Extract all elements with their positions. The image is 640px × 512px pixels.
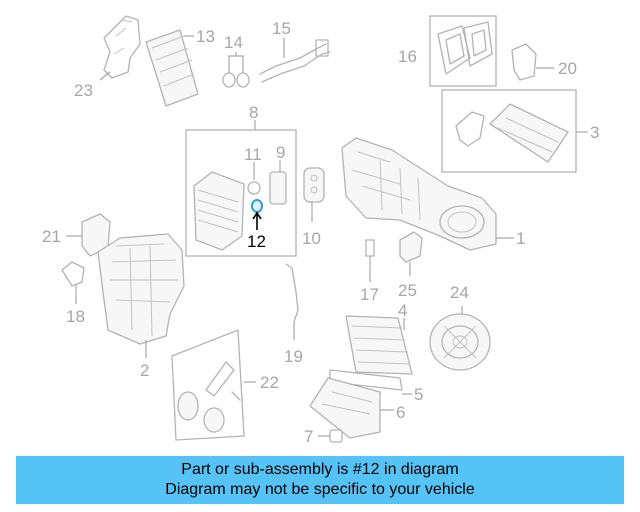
callout-22: 22 bbox=[260, 373, 279, 392]
callout-23: 23 bbox=[74, 81, 93, 100]
part-24-blower: 24 bbox=[429, 283, 491, 371]
part-15-pipe: 15 bbox=[259, 19, 331, 83]
callout-10: 10 bbox=[302, 229, 321, 248]
callout-12[interactable]: 12 bbox=[247, 232, 266, 251]
callout-15: 15 bbox=[272, 19, 291, 38]
callout-11: 11 bbox=[244, 145, 262, 164]
callout-16: 16 bbox=[398, 47, 417, 66]
part-18-actuator: 18 bbox=[61, 261, 85, 326]
callout-7: 7 bbox=[304, 427, 313, 446]
banner-line-1: Part or sub-assembly is #12 in diagram bbox=[181, 461, 459, 478]
part-16-gaskets: 16 bbox=[398, 15, 497, 87]
callout-5: 5 bbox=[414, 385, 423, 404]
callout-17: 17 bbox=[360, 285, 379, 304]
part-12-highlighted[interactable]: 12 bbox=[247, 199, 266, 251]
part-4-filter: 4 bbox=[345, 301, 413, 375]
part-17-bolt: 17 bbox=[360, 239, 379, 304]
part-1-housing: 1 bbox=[341, 137, 525, 251]
callout-19: 19 bbox=[284, 347, 303, 366]
callout-18: 18 bbox=[66, 307, 85, 326]
callout-4: 4 bbox=[398, 301, 407, 320]
part-25-resistor: 25 bbox=[398, 231, 423, 300]
callout-25: 25 bbox=[398, 281, 417, 300]
callout-2: 2 bbox=[140, 361, 149, 380]
callout-13: 13 bbox=[196, 27, 215, 46]
part-7-clip: 7 bbox=[304, 427, 343, 446]
part-21-module: 21 bbox=[42, 213, 111, 257]
part-2-housing: 2 bbox=[97, 233, 185, 380]
callout-3: 3 bbox=[590, 123, 599, 142]
part-20-bracket: 20 bbox=[511, 43, 577, 81]
callout-8: 8 bbox=[249, 103, 258, 122]
callout-24: 24 bbox=[450, 283, 469, 302]
part-23-bracket: 23 bbox=[74, 15, 141, 100]
callout-9: 9 bbox=[276, 143, 285, 162]
part-6-tray: 6 bbox=[309, 377, 405, 439]
part-22-doors: 22 bbox=[171, 329, 279, 441]
part-8-assembly: 8 11 9 bbox=[185, 103, 297, 257]
banner-line-2: Diagram may not be specific to your vehi… bbox=[165, 481, 475, 498]
callout-1: 1 bbox=[516, 229, 525, 248]
info-banner: Part or sub-assembly is #12 in diagram D… bbox=[16, 456, 624, 504]
part-10-sensor: 10 bbox=[302, 167, 325, 248]
part-14-rings: 14 bbox=[222, 33, 250, 88]
callout-21: 21 bbox=[42, 227, 61, 246]
callout-14: 14 bbox=[224, 33, 243, 52]
callout-6: 6 bbox=[396, 403, 405, 422]
part-3-cover: 3 bbox=[441, 89, 599, 173]
part-19-tube: 19 bbox=[284, 263, 303, 366]
part-13-filter: 13 bbox=[145, 27, 215, 107]
callout-20: 20 bbox=[558, 59, 577, 78]
